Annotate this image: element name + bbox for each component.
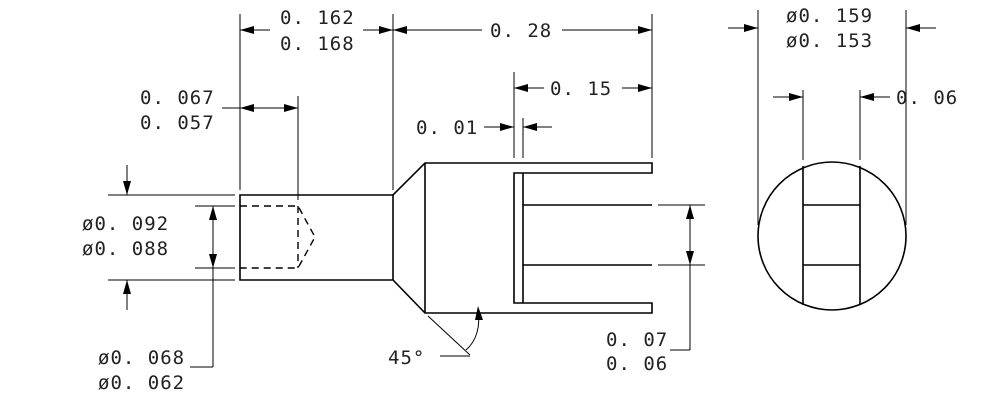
label-slot-depth: 0. 15 [550,78,612,100]
extension-lines [108,14,705,281]
label-chamfer-angle: 45° [388,347,425,369]
arrow [393,26,407,34]
label-shank-dia-max: ø0. 092 [82,213,169,235]
label-head-dia-max: ø0. 159 [786,5,873,27]
arrow [638,84,652,92]
arrow [209,254,217,268]
dim-angle-leg [427,315,471,356]
dimension-lines [123,26,694,368]
arrow [123,181,131,195]
head-circle [757,161,907,311]
side-view [239,162,653,314]
label-slot-width-min: 0. 06 [606,353,668,375]
label-body-len: 0. 28 [490,20,552,42]
hidden-bore [240,205,316,269]
arrow [744,24,758,32]
label-bore-dia-max: ø0. 068 [98,347,185,369]
label-shank-dia-min: ø0. 088 [82,238,169,260]
arrow [638,26,652,34]
arrow [514,84,528,92]
arrow [123,280,131,294]
arrow [240,26,254,34]
label-slot-width-max: 0. 07 [606,329,668,351]
arrow [523,123,537,131]
label-neck-len-min: 0. 168 [280,33,355,55]
arrow [209,206,217,220]
arrow [379,26,393,34]
arrow [500,123,514,131]
end-view [728,10,936,311]
label-end-slot: 0. 06 [896,87,958,109]
dimension-labels: 0. 162 0. 168 0. 28 0. 15 0. 01 0. 067 0… [82,5,958,394]
arrow [906,24,920,32]
label-wall: 0. 01 [416,117,478,139]
slot-inner-outline [522,204,652,266]
arrow [860,93,874,101]
arrow [686,251,694,265]
shank-outline [239,162,653,314]
arrow [240,104,254,112]
label-bore-dia-min: ø0. 062 [98,372,185,394]
arrow [284,104,298,112]
arrow [789,93,803,101]
label-bore-depth-min: 0. 057 [140,112,215,134]
arrow [475,306,483,320]
label-head-dia-min: ø0. 153 [786,30,873,52]
arrow [686,205,694,219]
label-neck-len-max: 0. 162 [280,7,355,29]
label-bore-depth-max: 0. 067 [140,87,215,109]
